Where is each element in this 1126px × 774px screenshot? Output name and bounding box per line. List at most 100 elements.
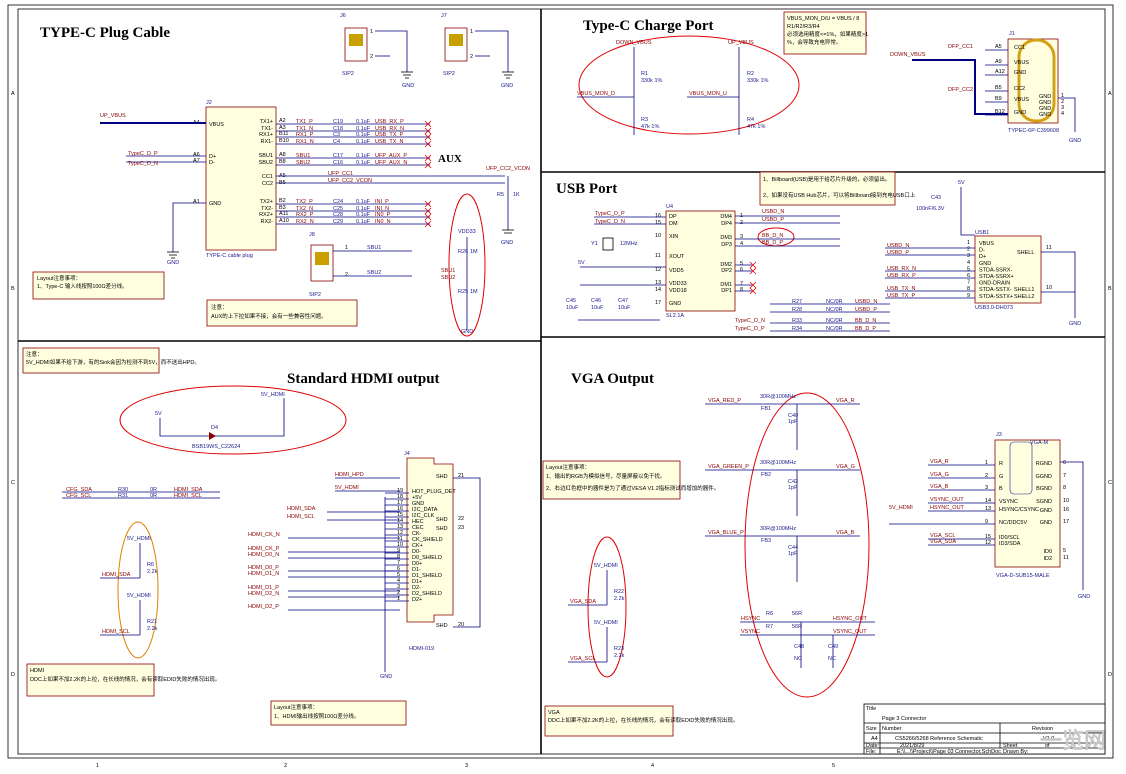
j8-ref: J8: [309, 232, 315, 238]
u4-out-bb-d-n: BB_D_N: [762, 233, 783, 239]
net-typec-d-p: TypeC_D_P: [128, 151, 158, 157]
r5-val: 1K: [513, 192, 520, 198]
j2-cap-val: 0.1uF: [356, 119, 371, 125]
j3-pin-name: R: [999, 461, 1003, 467]
col-label-2: 2: [284, 763, 287, 769]
vdd33-label: VDD33: [458, 229, 476, 235]
j4-pin-num: 3: [397, 584, 400, 590]
tb-size-label: Size: [866, 726, 877, 732]
j4-pin-name: CK+: [412, 543, 423, 549]
usb-res-net: USBD_N: [855, 299, 877, 305]
j1-pin-num: B12: [995, 109, 1005, 115]
net-ufp-cc2-vcon-r5: UFP_CC2_VCON: [486, 166, 530, 172]
j6-pin2: 2: [370, 54, 373, 60]
j2-net-out: UFP_AUX_P: [375, 153, 407, 159]
usb1-shell-num-11: 11: [1046, 245, 1052, 251]
j3-pin-name: GGND: [1036, 474, 1053, 480]
tb-date: 2021/8/29: [900, 743, 924, 749]
j4-body: [406, 457, 454, 623]
row-label-C: C: [11, 480, 15, 486]
j1-outline: [1017, 38, 1056, 123]
note-charge: [783, 11, 867, 55]
j4-pin-num: 9: [397, 548, 400, 554]
usb1-pin-num: 9: [967, 293, 970, 299]
j2-cap-val: 0.1uF: [356, 153, 371, 159]
vga-ddc-5v-2: 5V_HDMI: [594, 620, 618, 626]
vga-out-net: VGA_B: [836, 530, 855, 536]
j4-net: HDMI_D0_P: [248, 565, 279, 571]
j2-pin-name: TX2-: [261, 206, 273, 212]
j4-pin-name: D2_SHIELD: [412, 591, 442, 597]
j2-net-out: USB_RX_P: [375, 119, 404, 125]
x-stroke: [424, 120, 432, 128]
j2-net-mid: SBU2: [296, 160, 310, 166]
u4-pin-name: VDD33: [669, 281, 687, 287]
j2-pin-num: A1: [193, 199, 200, 205]
j4-pin-name: HEC: [412, 519, 424, 525]
r30-val: 0R: [150, 487, 157, 493]
j4-pin-num: 11: [397, 536, 403, 542]
j2-pin-num: B3: [279, 205, 286, 211]
u4-pin-name: DM4: [720, 214, 732, 220]
section-title-typec-cable: TYPE-C Plug Cable: [40, 25, 170, 41]
row-label-D: D: [11, 672, 15, 678]
usb-res-ref: R34: [792, 326, 802, 332]
usb1-pin-name: D+: [979, 254, 986, 260]
j4-net: HDMI_CK_N: [248, 532, 280, 538]
note-hdmi-ddc-body: DDC上如果不加2.2K的上拉，在长线的情况，会有读取EDID失败的情况出现。: [30, 675, 220, 683]
j4-shd: SHD: [436, 517, 448, 523]
c46-ref: C46: [591, 298, 601, 304]
j3-pin-num: 2: [985, 473, 988, 479]
j2-net-out: USB_TX_N: [375, 139, 403, 145]
j1-pin-name: GND: [1014, 110, 1026, 116]
section-title-usb-port: USB Port: [556, 181, 617, 197]
net-vsync: VSYNC: [741, 629, 760, 635]
vga-fb-val: 30R@100MHz: [760, 394, 796, 400]
usb1-pin-name: STDA-SSRX+: [979, 274, 1014, 280]
j2-pin-name: D+: [209, 154, 216, 160]
usb1-net: USB_RX_P: [887, 273, 916, 279]
note-layout-cable-body: 1、Type-C 输入线按照100Ω差分线。: [37, 282, 128, 290]
hdmi-ddc-5v-2: 5V_HDMI: [127, 593, 151, 599]
vga-fb-ref: FB2: [761, 472, 771, 478]
hdmi-5v: 5V: [155, 411, 162, 417]
u4-pin-name: XOUT: [669, 254, 685, 260]
r5-ref: R5: [497, 192, 504, 198]
u4-pin-num: 5: [740, 261, 743, 267]
net-end-mark: [424, 140, 432, 148]
vga-fb-val: 30R@100MHz: [760, 526, 796, 532]
usb1-pin-name: STDA-SSTX-: [979, 287, 1012, 293]
j4-pin-name: D0_SHIELD: [412, 555, 442, 561]
j1-down-vbus: DOWN_VBUS: [890, 52, 926, 58]
j3-pin-name: ID2: [1043, 556, 1052, 562]
j1-pin-name: CC2: [1014, 86, 1025, 92]
j4-net: HDMI_HPD: [335, 472, 364, 478]
u4-ref: U4: [666, 204, 673, 210]
j2-ref: J2: [206, 100, 212, 106]
typec-charge-section: Type-C Charge Port DOWN_VBUS UP_VBUS R1 …: [577, 11, 1081, 144]
note-vga-layout: [542, 460, 681, 500]
j2-pin-num: A10: [279, 218, 289, 224]
c43-ref: C43: [931, 195, 941, 201]
u4-pin-num: 15: [655, 220, 661, 226]
usb-res-net: USBD_P: [855, 307, 877, 313]
j2-pin-num: A11: [279, 211, 288, 217]
j3-pin-name: HSYNC/CSYNC: [999, 507, 1039, 513]
r1-val: 330k 1%: [641, 78, 663, 84]
net-ufp-cc1: UFP_CC1: [328, 171, 353, 177]
j3-net: VGA_SDA: [930, 539, 956, 545]
j2-net-mid: RX1_N: [296, 139, 314, 145]
j4-pin-num: 2: [397, 590, 400, 596]
vga-filter-highlight: [744, 392, 870, 698]
j2-cap-val: 0.1uF: [356, 219, 371, 225]
j3-pin-name: ID0/SCL: [999, 535, 1020, 541]
j4-net: HDMI_D1_P: [248, 585, 279, 591]
note-charge-l2: R1/R2/R3/R4: [787, 24, 820, 30]
u4-pin-num: 4: [740, 241, 743, 247]
j4-pin-num: 16: [397, 506, 403, 512]
note-vga-layout-l2: 2、右边红色框中的器件是为了通过VESA V1.2指标测试而增加的器件。: [546, 484, 719, 492]
u4-pin-num: 7: [740, 281, 743, 287]
j1-pin-name: VBUS: [1014, 60, 1029, 66]
j3-part: VGA-D-SUB15-MALE: [996, 573, 1050, 579]
u4-body: [665, 210, 736, 312]
